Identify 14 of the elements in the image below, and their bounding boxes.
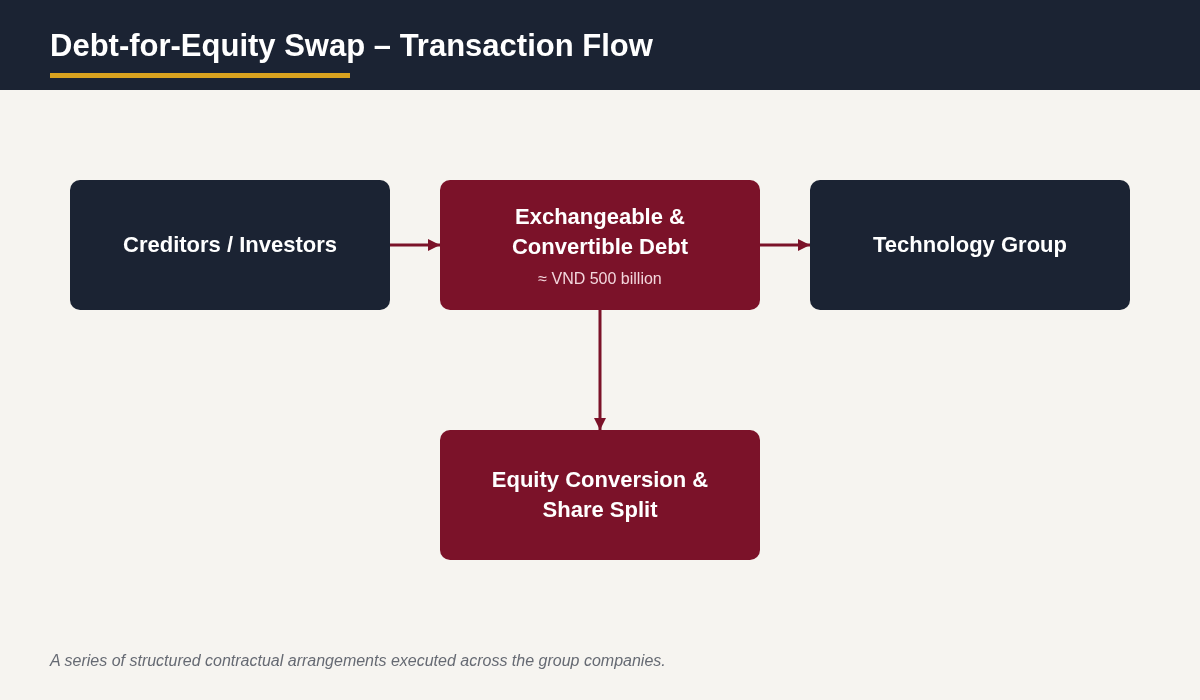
process-box: [810, 180, 1130, 310]
node-label: Exchangeable & Convertible Debt: [511, 203, 689, 261]
title: Debt-for-Equity Swap – Transaction Flow: [50, 28, 653, 64]
node-label: Creditors / Investors: [123, 231, 337, 259]
arrow: [760, 239, 810, 251]
arrow: [594, 310, 606, 430]
caption: A series of structured contractual arrangements executed across the group companies.: [50, 652, 666, 670]
arrow: [390, 239, 440, 251]
highlight-box: [440, 180, 760, 310]
process-box: [70, 180, 390, 310]
node-label: Technology Group: [873, 231, 1067, 259]
node-label: Equity Conversion & Share Split: [490, 466, 710, 524]
node-note: ≈ VND 500 billion: [538, 270, 662, 288]
highlight-box: [440, 430, 760, 560]
